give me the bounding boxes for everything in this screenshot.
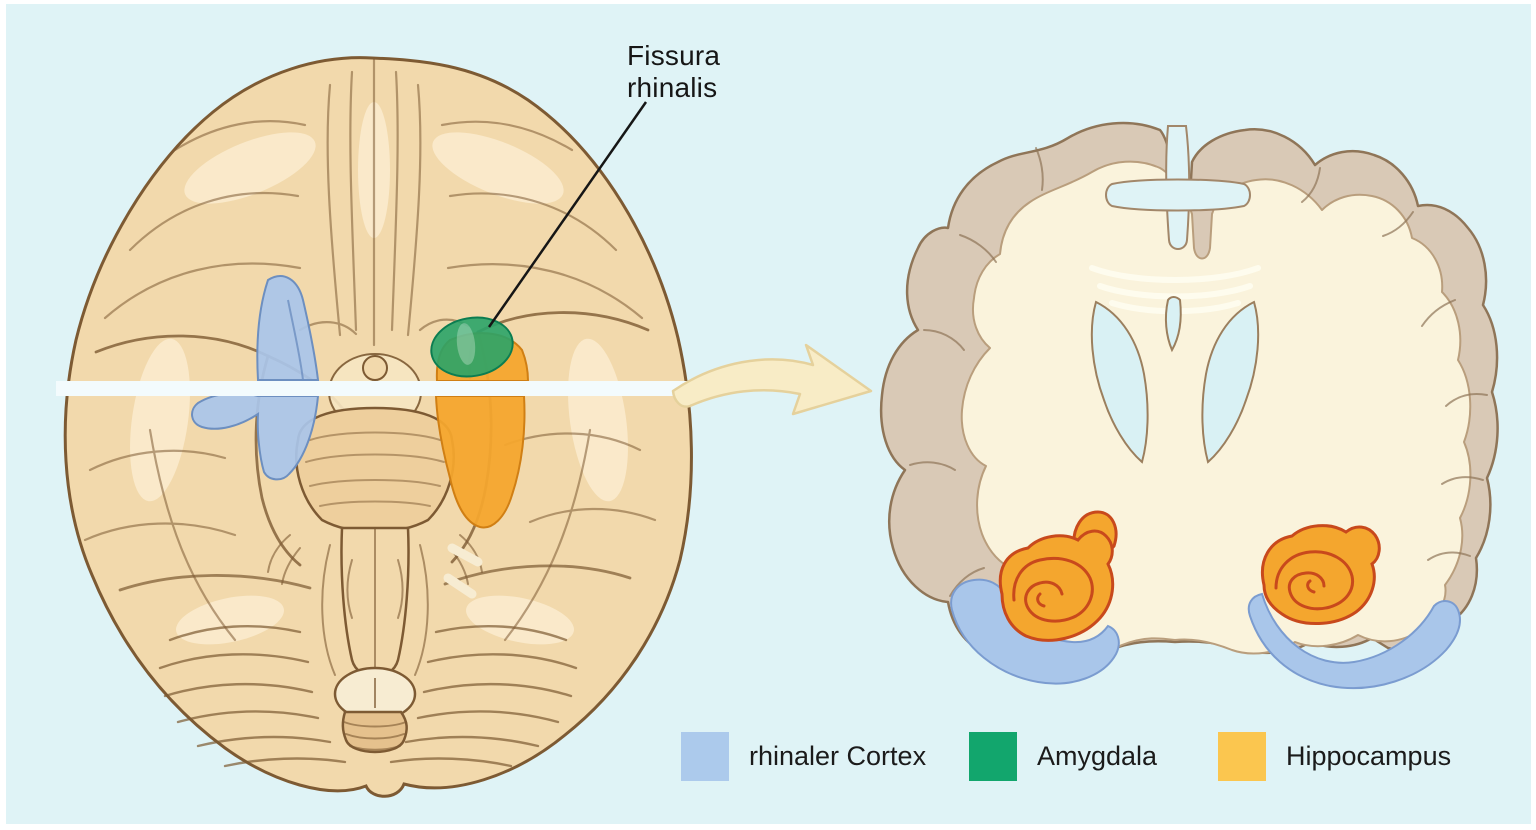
rhinal-cortex-region	[191, 275, 320, 481]
interhemispheric-fissure	[1105, 125, 1251, 250]
annotation-line-1: Fissura	[627, 40, 721, 71]
spinal-cord-stub	[341, 710, 408, 754]
pons	[295, 406, 455, 534]
annotation-line-2: rhinalis	[627, 72, 718, 103]
legend-swatch-hippocampus	[1218, 732, 1266, 781]
legend-item-amygdala: Amygdala	[969, 732, 1157, 781]
legend-swatch-rhinaler-cortex	[681, 732, 729, 781]
legend-item-hippocampus: Hippocampus	[1218, 732, 1451, 781]
gyri-lines	[83, 58, 657, 642]
legend-label-amygdala: Amygdala	[1037, 741, 1158, 771]
legend-label-hippocampus: Hippocampus	[1286, 741, 1452, 771]
hippocampus-right	[1261, 524, 1381, 625]
annotation-fissura-rhinalis: Fissura rhinalis	[627, 40, 720, 104]
section-plane-stripe	[56, 381, 692, 396]
sulci-lines	[909, 147, 1488, 597]
coronal-section	[879, 121, 1499, 690]
legend-label-rhinaler-cortex: rhinaler Cortex	[749, 741, 927, 771]
amygdala-region	[430, 316, 514, 378]
lateral-ventricles	[1090, 296, 1260, 464]
hippocampus-left	[998, 510, 1118, 642]
brainstem	[267, 353, 483, 754]
ventral-brain-view	[56, 56, 693, 798]
curved-arrow-icon	[671, 343, 873, 416]
legend-item-rhinaler-cortex: rhinaler Cortex	[681, 732, 926, 781]
legend-swatch-amygdala	[969, 732, 1017, 781]
annotation-pointer-line	[487, 101, 648, 328]
infundibulum	[362, 355, 388, 381]
